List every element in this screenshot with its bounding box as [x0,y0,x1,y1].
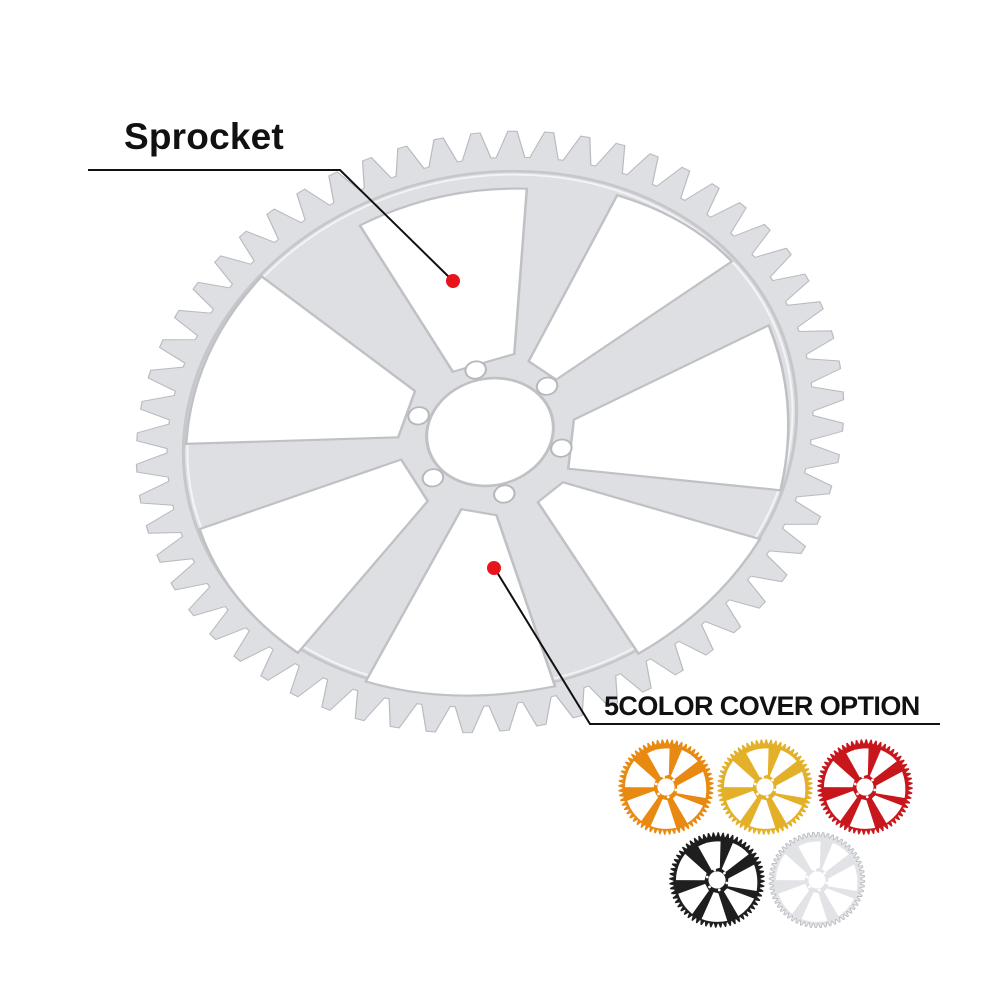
sprocket-label: Sprocket [124,116,284,157]
callout-dot-bottom [487,561,501,575]
callout-color-option [487,561,940,725]
callout-sprocket [88,169,460,288]
variant-orange [617,739,715,838]
variant-silver [768,831,866,931]
variant-gold [716,739,814,838]
color-variants [617,739,914,931]
variant-red [816,739,914,838]
main-sprocket-image [135,129,845,758]
color-option-label: 5COLOR COVER OPTION [604,691,920,721]
variant-black [668,832,766,931]
callout-dot-top [446,274,460,288]
